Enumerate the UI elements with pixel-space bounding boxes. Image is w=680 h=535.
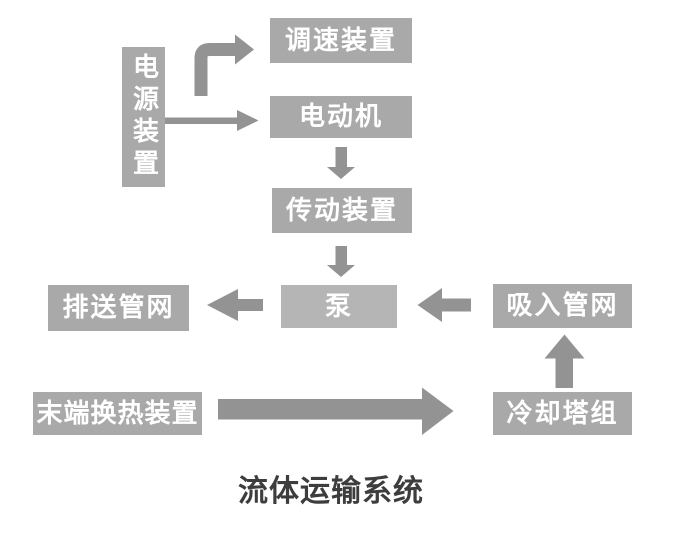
arrow-power-to-motor-icon — [165, 110, 259, 131]
arrow-suction-to-pump-icon — [417, 288, 471, 322]
node-terminal-heat-exchanger-label: 末端换热装置 — [36, 398, 199, 428]
node-terminal-heat-exchanger: 末端换热装置 — [33, 392, 202, 435]
arrow-transmission-to-pump-icon — [327, 246, 355, 277]
arrow-power-to-speed-control-icon — [194, 34, 254, 96]
node-cooling-tower-group: 冷却塔组 — [493, 392, 632, 435]
node-pump: 泵 — [281, 285, 397, 328]
node-motor-label: 电动机 — [298, 102, 383, 131]
node-speed-control-label: 调速装置 — [284, 25, 397, 55]
node-power-supply: 电源装置 — [122, 47, 165, 187]
node-discharge-network-label: 排送管网 — [62, 293, 175, 322]
arrow-pump-to-discharge-icon — [207, 289, 263, 321]
node-suction-network-label: 吸入管网 — [506, 291, 619, 320]
node-speed-control: 调速装置 — [270, 18, 412, 63]
node-transmission: 传动装置 — [272, 188, 412, 233]
node-pump-label: 泵 — [324, 291, 353, 321]
arrow-motor-to-transmission-icon — [327, 147, 355, 179]
node-discharge-network: 排送管网 — [48, 285, 189, 331]
diagram-title: 流体运输系统 — [238, 475, 424, 508]
node-power-supply-label: 电源装置 — [129, 53, 159, 181]
node-cooling-tower-group-label: 冷却塔组 — [506, 398, 619, 428]
node-suction-network: 吸入管网 — [493, 284, 632, 328]
arrow-terminal-to-cooling-icon — [218, 387, 454, 435]
node-motor: 电动机 — [270, 96, 412, 138]
arrow-cooling-to-suction-icon — [544, 334, 585, 388]
node-transmission-label: 传动装置 — [285, 195, 398, 225]
